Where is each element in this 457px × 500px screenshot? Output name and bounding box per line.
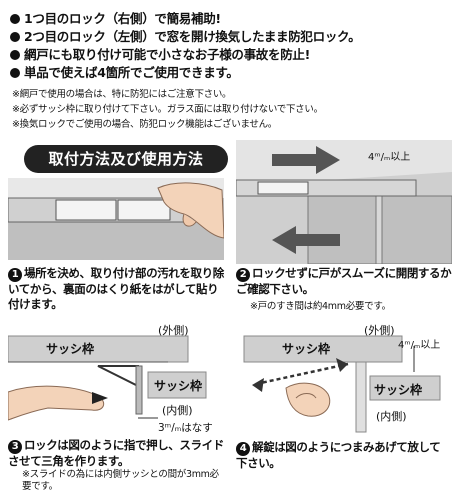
step-2-note: ※戸のすき間は約4mm必要です。 (250, 301, 391, 312)
feature-bullet-4: 単品で使えば4箇所でご使用できます。 (10, 62, 239, 81)
step1-illustration (8, 178, 224, 260)
feature-bullet-3: 網戸にも取り付け可能で小さなお子様の事故を防止! (10, 44, 310, 63)
gap-label-top: 4ᵐ/ₘ以上 (368, 152, 411, 163)
note-line-3: ※換気ロックでご使用の場合、防犯ロック機能はございません。 (12, 119, 277, 130)
note-line-2: ※必ずサッシ枠に取り付けて下さい。ガラス面には取り付けないで下さい。 (12, 104, 323, 115)
step-number-badge: 2 (236, 268, 250, 282)
step3-diagram (8, 335, 207, 421)
bullet-dot-icon (10, 32, 20, 42)
feature-bullet-2: 2つ目のロック（左側）で窓を開け換気したまま防犯ロック。 (10, 26, 361, 45)
note-line-1: ※網戸で使用の場合は、特に防犯にはご注意下さい。 (12, 89, 232, 100)
section-title-banner: 取付方法及び使用方法 (24, 145, 228, 173)
step2-diagram (236, 140, 452, 264)
step4-diagram (243, 335, 441, 433)
step-number-badge: 4 (236, 442, 250, 456)
outside-label: (外側) (158, 324, 189, 337)
step-3-note: ※スライドの為には内側サッシとの間が3mm必要です。 (22, 469, 219, 492)
step-number-badge: 1 (8, 268, 22, 282)
bullet-dot-icon (10, 68, 20, 78)
bullet-dot-icon (10, 14, 20, 24)
outer-sash-frame-label: サッシ枠 (282, 342, 331, 356)
inside-label: (内側) (376, 410, 407, 423)
bullet-dot-icon (10, 50, 20, 60)
step2-illustration: 4ᵐ/ₘ以上 (236, 140, 452, 264)
inside-label: (内側) (162, 404, 193, 417)
step3-illustration: (外側) サッシ枠 サッシ枠 (内側) 3ᵐ/ₘはなす (8, 322, 228, 438)
step1-diagram (8, 178, 224, 260)
outside-label: (外側) (364, 324, 395, 337)
feature-bullet-1: 1つ目のロック（右側）で簡易補助! (10, 8, 221, 27)
step-number-badge: 3 (8, 440, 22, 454)
slide-gap-label: 3ᵐ/ₘはなす (158, 422, 213, 434)
gap-label-bottom: 4ᵐ/ₘ以上 (398, 340, 441, 351)
inner-sash-frame-label: サッシ枠 (154, 379, 203, 393)
outer-sash-frame-label: サッシ枠 (46, 342, 95, 356)
step4-illustration: (外側) サッシ枠 4ᵐ/ₘ以上 サッシ枠 (内側) (236, 322, 454, 438)
inner-sash-frame-label: サッシ枠 (374, 383, 423, 397)
